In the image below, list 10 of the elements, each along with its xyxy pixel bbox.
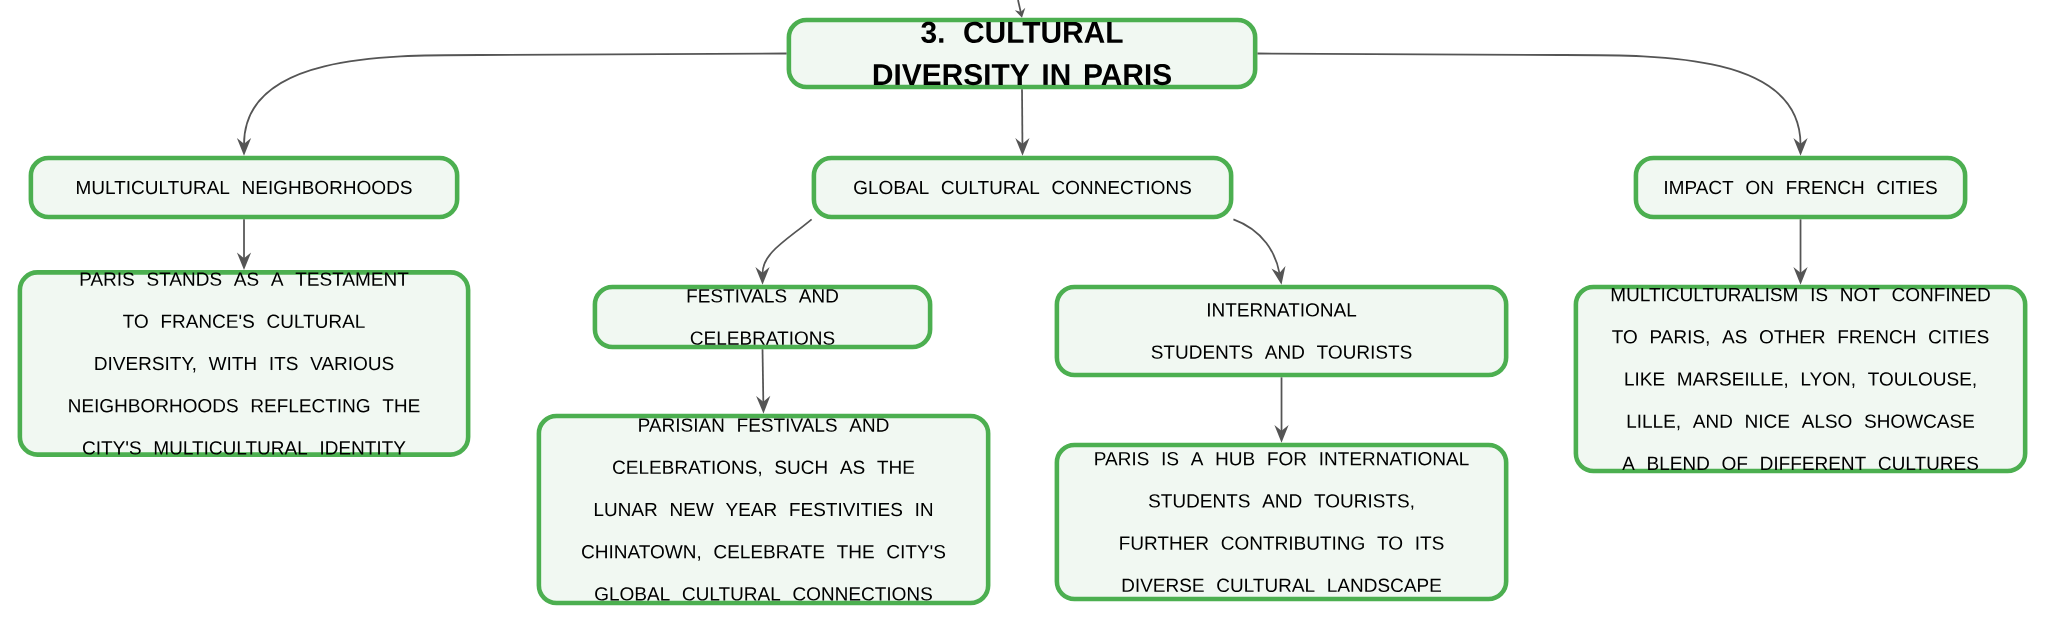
topic-box: GLOBAL CULTURAL CONNECTIONS xyxy=(811,155,1234,220)
topic-box: PARISIAN FESTIVALS AND CELEBRATIONS, SUCH AS THE LUNAR NEW YEAR FESTIVITIES IN CHINATOWN, CELEBRATE THE CITY'S GLOBAL CULTURAL CONNECTIONS xyxy=(536,413,991,606)
topic-box: INTERNATIONAL STUDENTS AND TOURISTS xyxy=(1054,284,1509,378)
topic-box: FESTIVALS AND CELEBRATIONS xyxy=(592,284,933,350)
topic-box: MULTICULTURAL NEIGHBORHOODS xyxy=(28,155,460,220)
topic-box: PARIS STANDS AS A TESTAMENT TO FRANCE'S CULTURAL DIVERSITY, WITH ITS VARIOUS NEIGHBORHOODS REFLECTING THE CITY'S MULTICULTURAL IDENTITY xyxy=(17,270,471,457)
topic-box: IMPACT ON FRENCH CITIES xyxy=(1633,155,1968,220)
topic-box: MULTICULTURALISM IS NOT CONFINED TO PARIS, AS OTHER FRENCH CITIES LIKE MARSEILLE, LYON, TOULOUSE, LILLE, AND NICE ALSO SHOWCASE A BLEND OF DIFFERENT CULTURES xyxy=(1573,284,2028,474)
title-box: 3. CULTURAL DIVERSITY IN PARIS xyxy=(786,17,1258,90)
topic-box: PARIS IS A HUB FOR INTERNATIONAL STUDENTS AND TOURISTS, FURTHER CONTRIBUTING TO ITS DIVERSE CULTURAL LANDSCAPE xyxy=(1054,442,1509,602)
